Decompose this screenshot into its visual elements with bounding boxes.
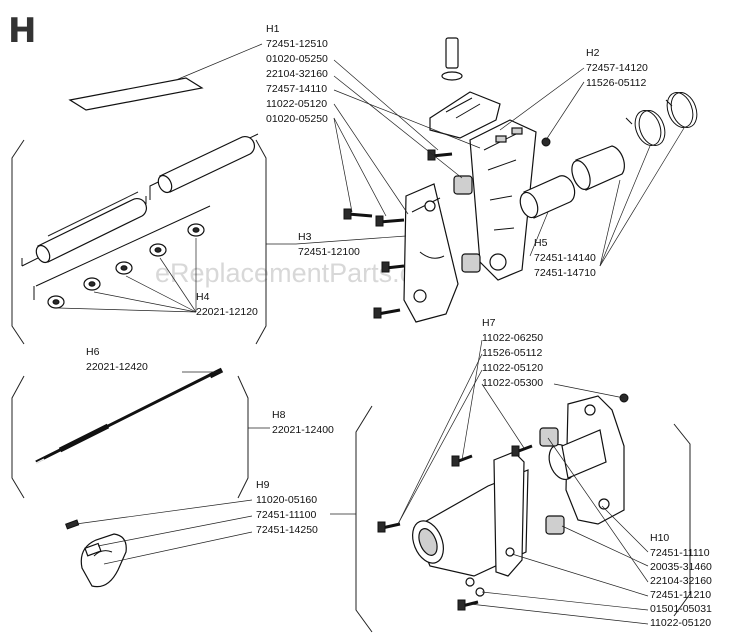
h4-tubes-nuts[interactable] [21, 133, 259, 309]
label-group-h7: H7 11022-06250 11526-05112 11022-05120 1… [482, 317, 543, 389]
part-number: 72457-14120 [586, 62, 648, 74]
bracket-group-h3-h4 [11, 139, 296, 345]
group-key-h3: H3 [298, 231, 312, 243]
label-group-h4: H4 22021-12120 [196, 291, 258, 318]
h5-pipe-clamps[interactable] [517, 89, 701, 220]
h6-h8-drive-shaft[interactable] [33, 367, 224, 465]
h1-strip-part[interactable] [68, 77, 204, 111]
part-number: 11526-05112 [482, 347, 542, 359]
part-number: 01020-05250 [266, 53, 328, 65]
part-number: 11022-05120 [650, 617, 711, 629]
part-number: 72451-11100 [256, 509, 316, 521]
label-group-h8: H8 22021-12400 [272, 409, 334, 436]
part-number: 22104-32160 [650, 575, 712, 587]
group-key-h1: H1 [266, 23, 280, 35]
part-number: 20035-31460 [650, 561, 712, 573]
part-number: 01020-05250 [266, 113, 328, 125]
label-group-h9: H9 11020-05160 72451-11100 72451-14250 [256, 479, 318, 536]
h9-clamp-part[interactable] [65, 519, 127, 588]
group-key-h8: H8 [272, 409, 286, 421]
part-number: 11526-05112 [586, 77, 646, 89]
part-number: 22021-12400 [272, 424, 334, 436]
leader-lines [57, 43, 685, 625]
group-key-h4: H4 [196, 291, 210, 303]
part-number: 72451-11210 [650, 589, 711, 601]
part-number: 22021-12120 [196, 306, 258, 318]
part-number: 72451-11110 [650, 547, 710, 559]
group-key-h6: H6 [86, 346, 100, 358]
part-number: 01501-05031 [650, 603, 712, 615]
label-group-h6: H6 22021-12420 [86, 346, 148, 373]
part-number: 72451-14710 [534, 267, 596, 279]
part-number: 11022-05120 [482, 362, 543, 374]
h1-rubber-bushings[interactable] [453, 175, 481, 273]
h7-h10-gear-case[interactable] [377, 393, 629, 611]
h2-mount-bracket[interactable] [429, 37, 551, 281]
part-number: 72451-12100 [298, 246, 360, 258]
group-key-h7: H7 [482, 317, 496, 329]
label-group-h1: H1 72451-12510 01020-05250 22104-32160 7… [266, 23, 328, 125]
bracket-group-h9 [330, 405, 373, 633]
part-number: 11022-05300 [482, 377, 543, 389]
label-group-h5: H5 72451-14140 72451-14710 [534, 237, 596, 279]
group-key-h5: H5 [534, 237, 548, 249]
bracket-group-h10 [673, 423, 691, 617]
label-group-h3: H3 72451-12100 [298, 231, 360, 258]
watermark: eReplacementParts.com [155, 258, 451, 288]
part-number: 72457-14110 [266, 83, 327, 95]
group-key-h10: H10 [650, 532, 669, 544]
label-group-h2: H2 72457-14120 11526-05112 [586, 47, 648, 89]
group-key-h9: H9 [256, 479, 270, 491]
part-number: 11020-05160 [256, 494, 317, 506]
part-number: 22104-32160 [266, 68, 328, 80]
part-number: 11022-05120 [266, 98, 327, 110]
group-key-h2: H2 [586, 47, 600, 59]
part-number: 72451-14140 [534, 252, 596, 264]
h1-bolts[interactable] [343, 149, 453, 319]
part-number: 72451-12510 [266, 38, 328, 50]
h3-bracket-plate[interactable] [403, 183, 459, 323]
bracket-group-h6-h8 [11, 375, 270, 499]
label-group-h10: H10 72451-11110 20035-31460 22104-32160 … [650, 532, 712, 629]
part-number: 72451-14250 [256, 524, 318, 536]
part-number: 11022-06250 [482, 332, 543, 344]
part-number: 22021-12420 [86, 361, 148, 373]
section-letter: H [8, 11, 36, 51]
